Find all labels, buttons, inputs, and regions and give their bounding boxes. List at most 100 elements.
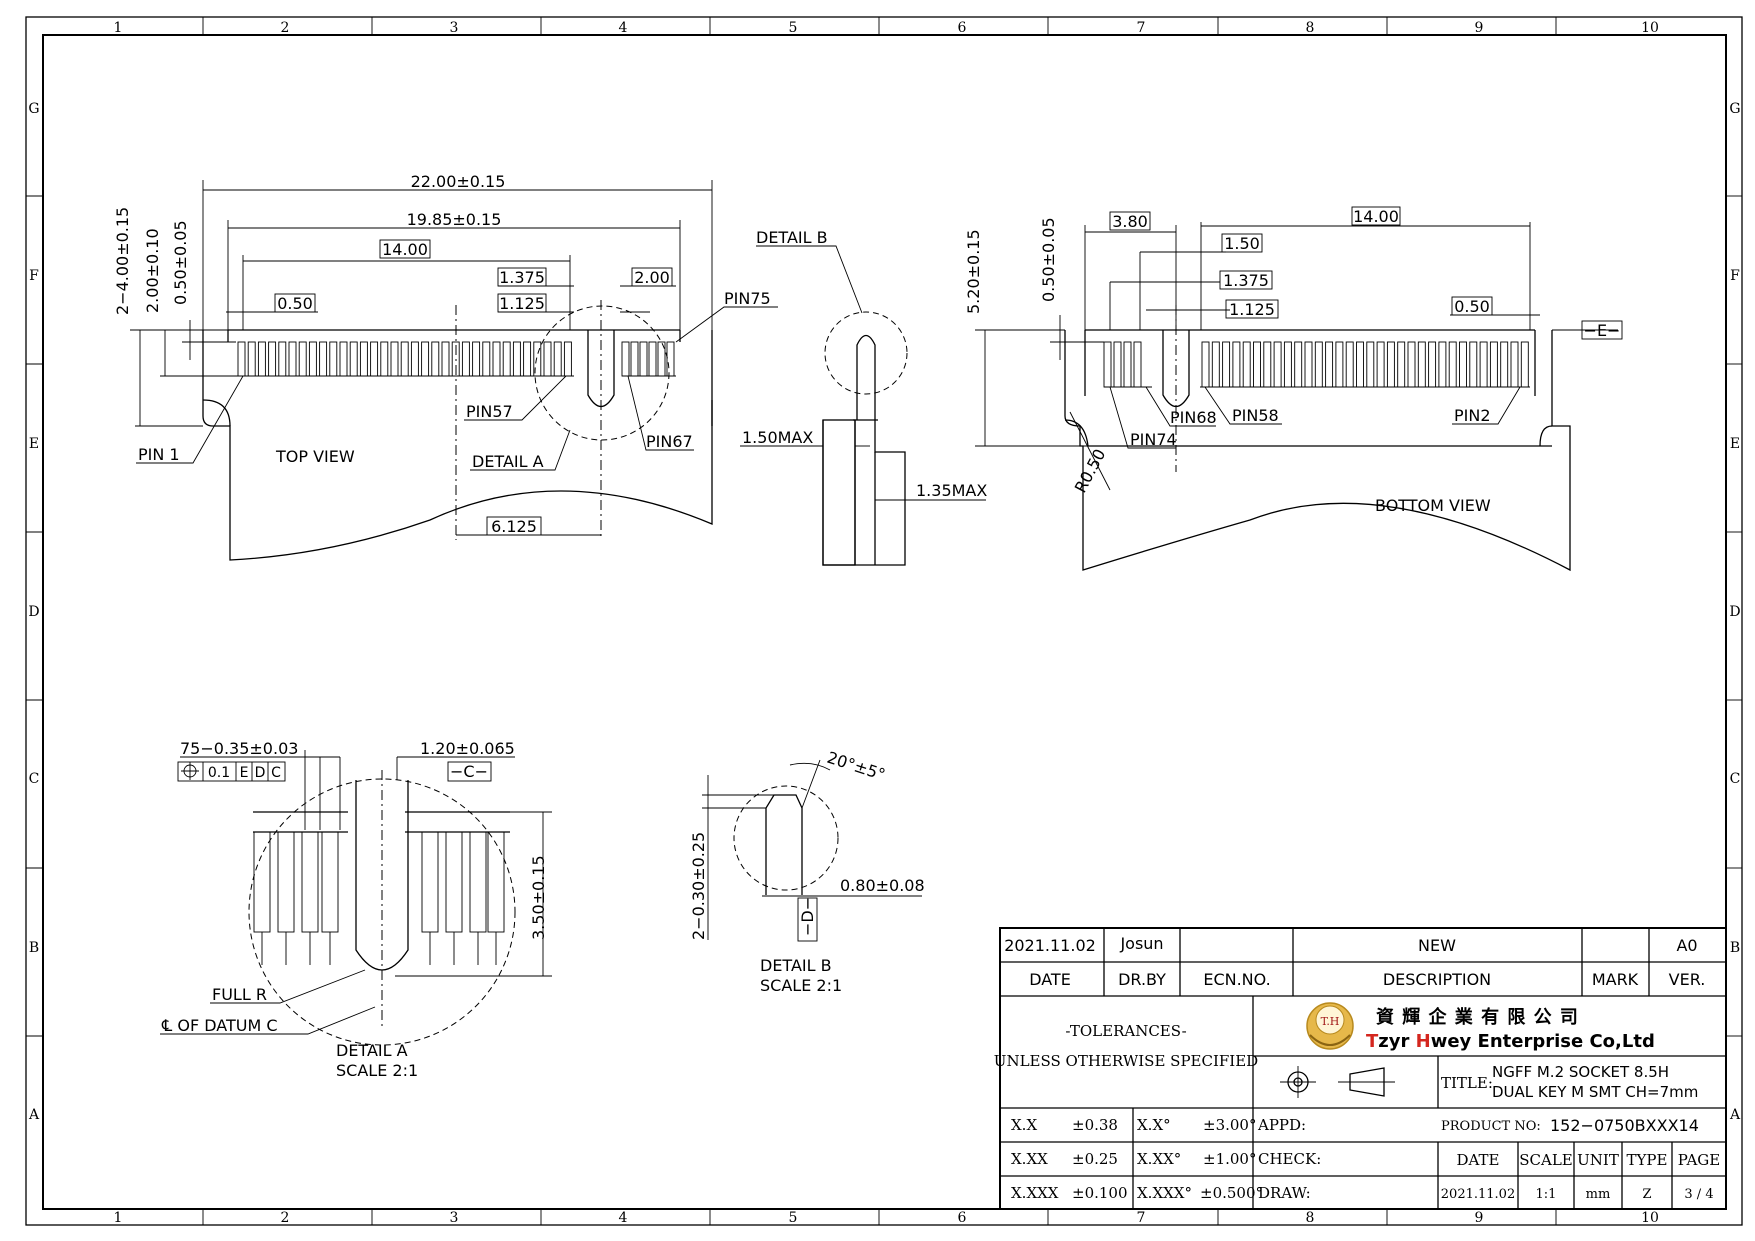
- row-label: F: [1730, 268, 1740, 284]
- col-label: 4: [619, 1210, 628, 1226]
- pin: [237, 341, 246, 377]
- row-label: B: [1730, 940, 1740, 956]
- callout-pin74: PIN74: [1130, 430, 1177, 449]
- row-label: F: [29, 268, 39, 284]
- pin: [390, 341, 399, 377]
- company-part-zyr: zyr: [1378, 1031, 1415, 1052]
- dim-050: 0.50: [277, 294, 313, 313]
- tol-v1-0: ±0.38: [1072, 1116, 1118, 1134]
- title-line-2: DUAL KEY M SMT CH=7mm: [1492, 1083, 1698, 1101]
- row-label: D: [28, 604, 39, 620]
- rev-ver: A0: [1676, 936, 1697, 955]
- dim-r050: R0.50: [1071, 446, 1110, 496]
- row-label: D: [1729, 604, 1740, 620]
- rev-by: Josun: [1119, 934, 1163, 953]
- row-label: C: [1730, 771, 1741, 787]
- pin: [472, 341, 481, 377]
- pin: [1407, 341, 1416, 388]
- logo-initials: T.H: [1321, 1015, 1340, 1028]
- pin: [1123, 341, 1132, 388]
- value-scale: 1:1: [1536, 1187, 1557, 1202]
- pin: [1304, 341, 1313, 388]
- bottom-pins-right: [1201, 341, 1529, 388]
- row-label: E: [1730, 436, 1740, 452]
- pin: [370, 341, 379, 377]
- pin: [1273, 341, 1282, 388]
- pin: [410, 341, 419, 377]
- pin: [349, 341, 358, 377]
- row-label: G: [1729, 101, 1740, 117]
- col-label: 8: [1306, 1210, 1315, 1226]
- detail-b-title: DETAIL B: [760, 956, 832, 975]
- title-label: TITLE:: [1441, 1074, 1493, 1092]
- tol-k2-2: X.XXX°: [1137, 1184, 1192, 1202]
- pin: [431, 341, 440, 377]
- dim-1375-bottom: 1.375: [1223, 271, 1269, 290]
- pad: [321, 831, 339, 933]
- callout-pin68: PIN68: [1170, 408, 1217, 427]
- pin: [648, 341, 657, 377]
- dim-350: 3.50±0.15: [529, 855, 548, 940]
- bottom-pins-left: [1103, 341, 1142, 388]
- tol-v2-1: ±1.00°: [1203, 1150, 1256, 1168]
- detail-a-pins: [253, 831, 505, 965]
- hdr-date: DATE: [1029, 970, 1071, 989]
- hdr-ver: VER.: [1669, 970, 1706, 989]
- dim-1400-bottom: 14.00: [1353, 207, 1399, 226]
- pin: [523, 341, 532, 377]
- tolerances-title: -TOLERANCES-: [1065, 1022, 1186, 1040]
- label-check: CHECK:: [1258, 1150, 1321, 1168]
- hdr-unit: UNIT: [1577, 1151, 1619, 1169]
- callout-pin67: PIN67: [646, 432, 693, 451]
- col-label: 7: [1137, 20, 1146, 36]
- fcf-datum-1: E: [240, 765, 249, 781]
- pin: [482, 341, 491, 377]
- pin: [268, 341, 277, 377]
- grid-labels: 1 2 3 4 5 6 7 8 9 10 1 2 3 4 5 6 7 8 9 1…: [28, 20, 1741, 1226]
- company-name-cn: 資 輝 企 業 有 限 公 司: [1376, 1006, 1579, 1028]
- col-label: 2: [281, 1210, 290, 1226]
- position-tolerance-icon: [181, 762, 199, 780]
- pin: [621, 341, 630, 377]
- pin: [492, 341, 501, 377]
- pin: [1438, 341, 1447, 388]
- pin: [247, 341, 256, 377]
- dim-v1: 2−4.00±0.15: [113, 207, 132, 315]
- detail-b-scale: SCALE 2:1: [760, 976, 842, 995]
- row-label: G: [28, 101, 39, 117]
- top-pins-right: [621, 341, 675, 377]
- hdr-page: PAGE: [1678, 1151, 1720, 1169]
- company-initial-t: T: [1366, 1031, 1379, 1052]
- pin: [400, 341, 409, 377]
- tol-k2-0: X.X°: [1137, 1116, 1171, 1134]
- value-unit: mm: [1586, 1187, 1611, 1202]
- col-label: 6: [958, 20, 967, 36]
- dim-angle: 20°±5°: [825, 748, 888, 785]
- pin: [298, 341, 307, 377]
- hdr-ecn: ECN.NO.: [1203, 970, 1270, 989]
- rev-desc: NEW: [1418, 936, 1456, 955]
- dim-050-bottom: 0.50: [1454, 297, 1490, 316]
- dim-200: 2.00: [634, 268, 670, 287]
- tol-k2-1: X.XX°: [1137, 1150, 1181, 1168]
- pin: [502, 341, 511, 377]
- row-label: C: [29, 771, 40, 787]
- detail-a-scale: SCALE 2:1: [336, 1061, 418, 1080]
- pin: [553, 341, 562, 377]
- pin: [1232, 341, 1241, 388]
- pin: [319, 341, 328, 377]
- company-part-rest: wey Enterprise Co,Ltd: [1431, 1031, 1655, 1052]
- col-label: 1: [114, 20, 123, 36]
- pad: [421, 831, 439, 933]
- side-view: DETAIL B 1.50MAX 1.35MAX: [740, 228, 987, 566]
- dim-1125: 1.125: [499, 294, 545, 313]
- pin: [1479, 341, 1488, 388]
- pin: [639, 341, 648, 377]
- pin: [288, 341, 297, 377]
- dim-detail-b-height: 2−0.30±0.25: [689, 832, 708, 940]
- row-label: B: [29, 940, 39, 956]
- pin: [1356, 341, 1364, 388]
- pin: [1428, 341, 1437, 388]
- product-number: 152−0750BXXX14: [1550, 1116, 1699, 1135]
- pin: [1335, 341, 1344, 388]
